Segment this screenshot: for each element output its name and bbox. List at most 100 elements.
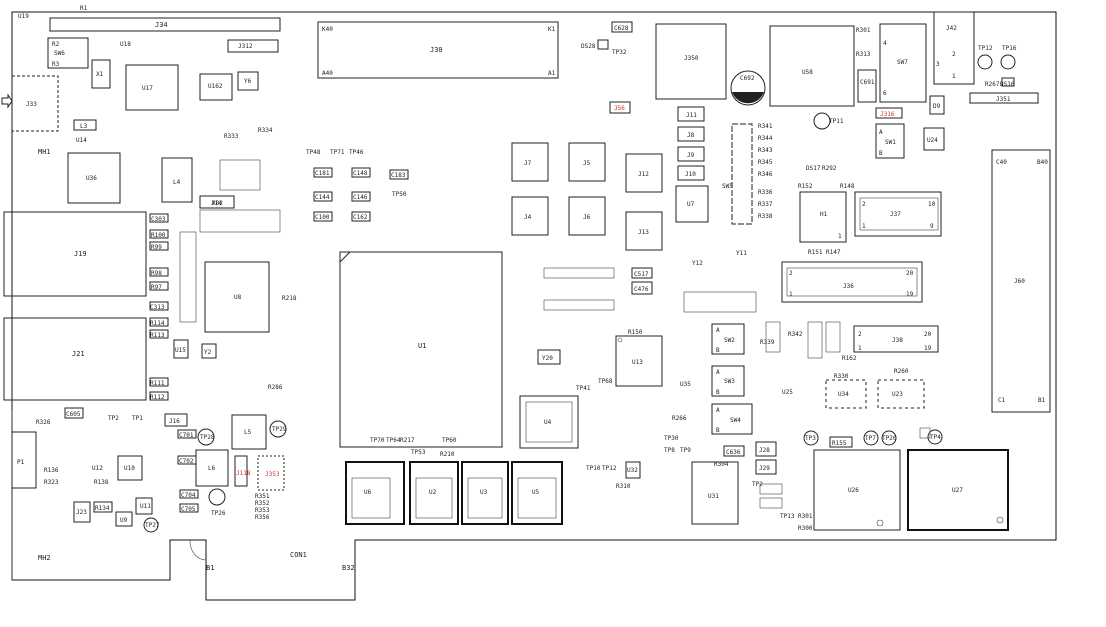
testpoint-tp12: TP12 <box>977 45 993 70</box>
connector-j350: J350 <box>655 23 727 100</box>
svg-text:DS16: DS16 <box>1000 81 1015 88</box>
svg-text:1: 1 <box>789 291 793 298</box>
svg-text:C705: C705 <box>181 506 196 513</box>
switch-sw6: SW6 <box>47 37 89 69</box>
svg-text:4: 4 <box>883 40 887 47</box>
svg-text:A: A <box>716 369 720 376</box>
svg-text:C702: C702 <box>179 458 194 465</box>
svg-text:J312: J312 <box>238 43 253 50</box>
svg-text:J353: J353 <box>265 471 280 478</box>
svg-text:2: 2 <box>858 331 862 338</box>
svg-text:R345: R345 <box>758 159 773 166</box>
svg-text:R292: R292 <box>822 165 837 172</box>
connector-j11: J11 <box>677 106 705 122</box>
svg-text:U32: U32 <box>627 467 638 474</box>
svg-text:R136: R136 <box>44 467 59 474</box>
svg-text:TP70: TP70 <box>370 437 385 444</box>
svg-text:TP7: TP7 <box>865 435 876 442</box>
capacitor-c692: C692 <box>730 70 766 106</box>
svg-text:R356: R356 <box>255 514 270 521</box>
connector-j351: J351 <box>969 92 1039 104</box>
svg-text:TP53: TP53 <box>411 449 426 456</box>
svg-text:C146: C146 <box>353 194 368 201</box>
svg-text:2: 2 <box>789 270 793 277</box>
svg-text:R267: R267 <box>985 81 1000 88</box>
svg-text:R310: R310 <box>616 483 631 490</box>
svg-text:U23: U23 <box>892 391 903 398</box>
svg-text:R339: R339 <box>760 339 775 346</box>
capacitor-group-c70x: C701 C702 C704 C705 <box>177 429 199 513</box>
svg-text:J29: J29 <box>759 465 770 472</box>
capacitor-c517: C517 <box>631 267 653 279</box>
svg-text:C148: C148 <box>353 170 368 177</box>
svg-text:R286: R286 <box>268 384 283 391</box>
inductor-l5: L5 <box>231 414 267 450</box>
svg-text:C636: C636 <box>726 449 741 456</box>
svg-text:TP13: TP13 <box>780 513 795 520</box>
svg-text:TP10: TP10 <box>586 465 601 472</box>
svg-text:2: 2 <box>862 201 866 208</box>
connector-j16: J16 <box>164 413 188 427</box>
svg-text:TP3: TP3 <box>805 435 816 442</box>
svg-text:TP8: TP8 <box>664 447 675 454</box>
connector-j56: J56 <box>609 101 631 114</box>
diode-ds28: DS28 <box>581 39 609 50</box>
svg-text:B: B <box>716 427 720 434</box>
crystal-y11: Y11 <box>736 250 747 257</box>
svg-text:Y12: Y12 <box>692 260 703 267</box>
connector-p1: P1 <box>11 431 37 489</box>
svg-text:1: 1 <box>838 233 842 240</box>
board-outline <box>11 11 1057 601</box>
mounting-h1: H11 <box>799 191 847 243</box>
svg-text:R98: R98 <box>151 270 162 277</box>
svg-text:C692: C692 <box>740 75 755 82</box>
capacitor-c628: C628 <box>611 21 633 33</box>
svg-text:R326: R326 <box>36 419 51 426</box>
svg-text:R100: R100 <box>151 232 166 239</box>
connector-j21: J21 <box>3 317 147 401</box>
inductor-l6: L6 <box>195 449 229 487</box>
chip-u36: U36 <box>67 152 121 204</box>
svg-text:U26: U26 <box>848 487 859 494</box>
svg-text:TP71: TP71 <box>330 149 345 156</box>
svg-text:R333: R333 <box>224 133 239 140</box>
svg-text:DS28: DS28 <box>581 43 596 50</box>
svg-text:TP12: TP12 <box>978 45 993 52</box>
svg-text:R343: R343 <box>758 147 773 154</box>
connector-j353: J353 <box>257 455 285 491</box>
svg-text:TP11: TP11 <box>829 118 844 125</box>
svg-text:SW5: SW5 <box>722 183 733 190</box>
svg-text:J11: J11 <box>686 112 697 119</box>
svg-text:TP30: TP30 <box>664 435 679 442</box>
chip-u10: U10 <box>117 455 143 481</box>
testpoint-tp27: TP27 <box>143 517 160 533</box>
b1-label: B1 <box>206 564 214 572</box>
svg-text:P1: P1 <box>17 459 25 466</box>
svg-text:19: 19 <box>906 291 914 298</box>
svg-text:R112: R112 <box>150 394 165 401</box>
svg-text:TP50: TP50 <box>392 191 407 198</box>
svg-text:U15: U15 <box>175 347 186 354</box>
svg-text:U6: U6 <box>364 489 372 496</box>
connector-j118: J118 <box>234 455 251 487</box>
switch-sw7: SW7 4 6 <box>879 23 927 103</box>
svg-text:U18: U18 <box>120 41 131 48</box>
svg-text:U25: U25 <box>782 389 793 396</box>
svg-text:R97: R97 <box>151 284 162 291</box>
crystal-y2: Y2 <box>201 343 217 359</box>
connector-j13: J13 <box>625 211 663 251</box>
connector-j29: J29 <box>755 459 777 475</box>
b32-label: B32 <box>342 564 355 572</box>
resistor-group-r35x: R351 R352 R353 R356 <box>255 493 270 521</box>
connector-j6: J6 <box>568 196 606 236</box>
chip-u5: U5 <box>511 461 563 525</box>
svg-text:U17: U17 <box>142 85 153 92</box>
capacitor-c476: C476 <box>631 281 653 295</box>
svg-text:DS17: DS17 <box>806 165 821 172</box>
svg-text:TP1: TP1 <box>132 415 143 422</box>
svg-text:C476: C476 <box>634 286 649 293</box>
svg-text:J21: J21 <box>72 350 85 358</box>
chip-u2: U2 <box>409 461 459 525</box>
